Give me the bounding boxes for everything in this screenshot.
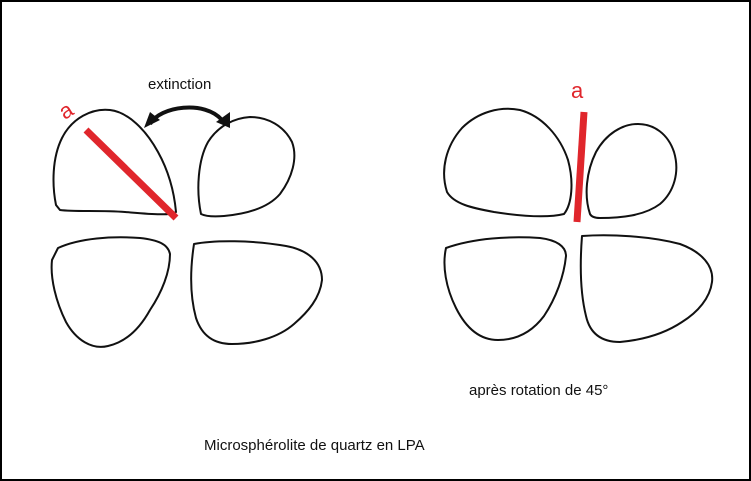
sector-left-bottom-right (191, 241, 322, 344)
axis-a-right-label: a (571, 78, 583, 104)
figure-caption: Microsphérolite de quartz en LPA (204, 437, 425, 454)
sector-left-top-right (198, 117, 294, 216)
extinction-arrow (144, 108, 230, 128)
sector-right-top-right (587, 124, 677, 218)
rotation-caption: après rotation de 45° (469, 382, 608, 399)
axis-a-left (86, 130, 176, 218)
spherulite-left (52, 110, 322, 347)
sector-right-bottom-left (444, 237, 566, 340)
sector-left-bottom-left (52, 237, 170, 347)
sector-right-top-left (444, 109, 571, 216)
axis-a-right (577, 112, 584, 222)
sector-right-bottom-right (581, 235, 712, 342)
spherulite-right (444, 109, 712, 342)
extinction-label: extinction (148, 76, 211, 93)
